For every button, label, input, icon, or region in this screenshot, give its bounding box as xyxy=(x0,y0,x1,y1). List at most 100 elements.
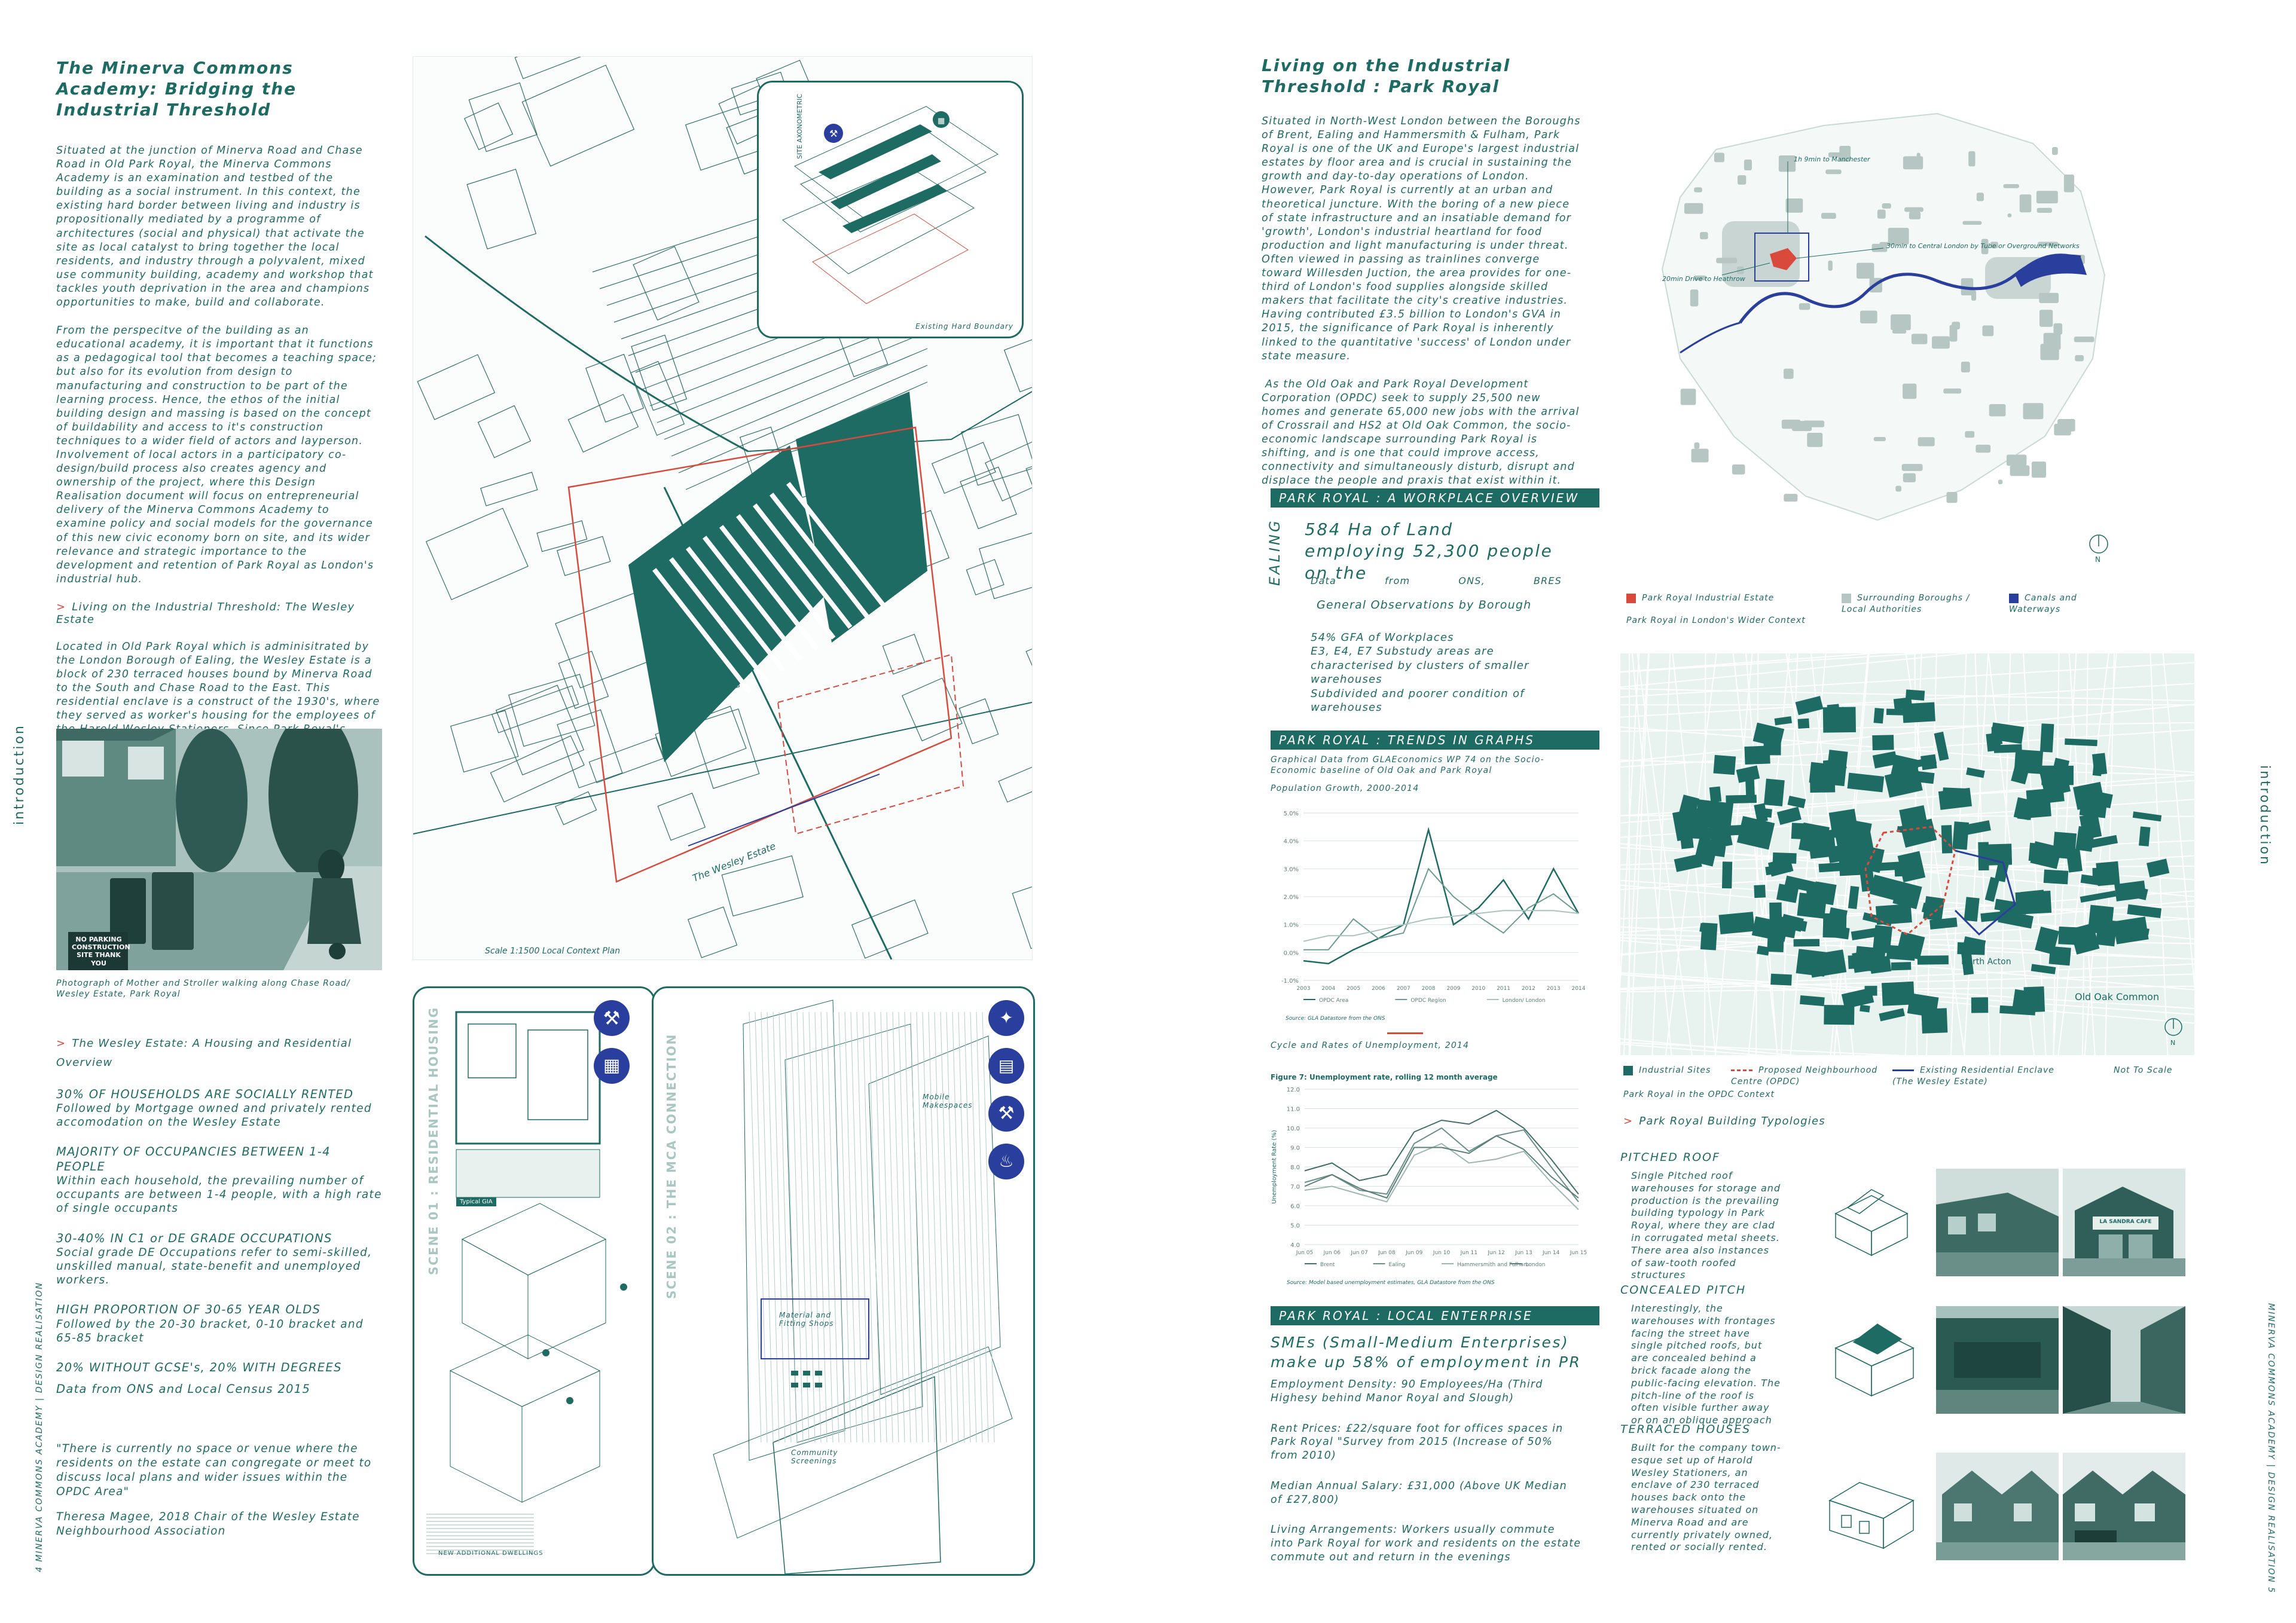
london-map: 1h 9min to Manchester 30min to Central L… xyxy=(1626,102,2129,568)
bar-trends-graphs: PARK ROYAL : TRENDS IN GRAPHS xyxy=(1271,730,1599,750)
left-page: The Minerva Commons Academy: Bridging th… xyxy=(12,32,1125,1576)
y-tick-label: 4.0% xyxy=(1284,839,1299,845)
housing-stat-body: Social grade DE Occupations refer to sem… xyxy=(56,1246,373,1287)
building-icon: ▦ xyxy=(938,117,945,126)
series-line xyxy=(1304,1135,1579,1199)
data-source-line: Data from ONS, BRES xyxy=(1311,575,1562,586)
street-photo: NO PARKING CONSTRUCTION SITE THANK YOU xyxy=(56,729,382,970)
resident-quote: "There is currently no space or venue wh… xyxy=(56,1442,382,1539)
series-line xyxy=(1304,1142,1579,1211)
scene-02-drawing xyxy=(713,1000,1013,1574)
scene-01-title: SCENE 01 : RESIDENTIAL HOUSING xyxy=(426,1006,441,1275)
opdc-map: Old Oak Common North Acton N xyxy=(1620,653,2194,1055)
series-line xyxy=(1303,867,1579,950)
x-tick-label: Jun 10 xyxy=(1433,1250,1451,1256)
x-tick-label: Jun 11 xyxy=(1460,1250,1477,1256)
scene-01-panel: SCENE 01 : RESIDENTIAL HOUSING Typical G… xyxy=(413,986,655,1576)
enterprise-fact: Living Arrangements: Workers usually com… xyxy=(1271,1524,1581,1563)
x-tick-label: 2003 xyxy=(1297,986,1311,992)
enterprise-fact: Employment Density: 90 Employees/Ha (Thi… xyxy=(1271,1379,1543,1404)
left-subhead-wesley: >Living on the Industrial Threshold: The… xyxy=(56,600,355,626)
left-text-column: The Minerva Commons Academy: Bridging th… xyxy=(56,57,382,779)
photo-caption: Photograph of Mother and Stroller walkin… xyxy=(56,979,350,1000)
legend-entry: Hammersmith and Fulham xyxy=(1457,1262,1529,1268)
gfa-line: 54% GFA of Workplaces xyxy=(1311,631,1454,644)
terraced-house-axo xyxy=(1828,1482,1915,1549)
x-tick-label: Jun 05 xyxy=(1296,1250,1313,1256)
typology-concealed: CONCEALED PITCH Interestingly, the wareh… xyxy=(1620,1283,1781,1426)
photo-concealed-brick xyxy=(1936,1306,2059,1414)
legend-boroughs: Surrounding Boroughs / Local Authorities xyxy=(1842,593,1970,615)
typology-pitched: PITCHED ROOF Single Pitched roof warehou… xyxy=(1620,1151,1781,1281)
tools-icon: ⚒ xyxy=(594,1000,630,1036)
x-tick-label: Jun 12 xyxy=(1487,1250,1504,1256)
axonometric-inset: ⚒ ▦ SITE AXONOMETRIC Existing Hard Bound… xyxy=(757,81,1024,338)
london-label-heathrow: 20min Drive to Heathrow xyxy=(1662,275,1745,283)
housing-stat-head: HIGH PROPORTION OF 30-65 YEAR OLDS xyxy=(56,1303,321,1317)
inset-caption: Existing Hard Boundary xyxy=(915,322,1013,331)
arrow-icon: > xyxy=(1623,1115,1634,1127)
x-tick-label: Jun 08 xyxy=(1378,1250,1396,1256)
no-parking-sign: NO PARKING CONSTRUCTION SITE THANK YOU xyxy=(72,936,130,967)
london-label-central: 30min to Central London by Tube or Overg… xyxy=(1886,242,2080,250)
series-line xyxy=(1304,1127,1579,1203)
scene-02-panel: SCENE 02 : THE MCA CONNECTION Mobile Mak… xyxy=(652,986,1035,1576)
y-tick-label: 7.0 xyxy=(1290,1184,1300,1191)
pitched-street-image xyxy=(1936,1169,2059,1276)
left-side-label: introduction xyxy=(12,724,27,825)
quote-author: Theresa Magee, 2018 Chair of the Wesley … xyxy=(56,1511,360,1538)
concealed-alley-image xyxy=(2063,1306,2185,1414)
map-caption: Scale 1:1500 Local Context Plan xyxy=(485,946,620,956)
terraced-1-image xyxy=(1936,1453,2059,1560)
pitched-roof-axo xyxy=(1834,1189,1909,1257)
right-text-column: Living on the Industrial Threshold : Par… xyxy=(1262,55,1581,502)
scene-01-tag: Typical GIA xyxy=(456,1197,496,1206)
y-tick-label: 12.0 xyxy=(1287,1087,1300,1093)
unemployment-marker xyxy=(1387,1032,1423,1034)
y-tick-label: 5.0 xyxy=(1290,1223,1300,1230)
legend-entry: Brent xyxy=(1320,1262,1335,1268)
right-intro-p1: Situated in North-West London between th… xyxy=(1262,115,1581,362)
opdc-label-north-acton: North Acton xyxy=(1961,957,2011,967)
right-page: Living on the Industrial Threshold : Par… xyxy=(1148,0,2296,1623)
enterprise-facts: Employment Density: 90 Employees/Ha (Thi… xyxy=(1271,1378,1581,1581)
housing-icon: ▦ xyxy=(594,1048,630,1084)
housing-stat-head: Data from ONS and Local Census 2015 xyxy=(56,1382,311,1396)
typology-terraced: TERRACED HOUSES Built for the company to… xyxy=(1620,1423,1781,1553)
left-intro-p2: From the perspecitve of the building as … xyxy=(56,325,377,585)
gfa-line: E3, E4, E7 Substudy areas are characteri… xyxy=(1311,645,1529,686)
x-tick-label: 2008 xyxy=(1422,986,1436,992)
population-title: Population Growth, 2000-2014 xyxy=(1271,784,1419,793)
right-side-label: introduction xyxy=(2257,765,2272,866)
y-tick-label: 5.0% xyxy=(1284,811,1299,817)
photo-terraced-2 xyxy=(2063,1453,2185,1560)
workshop-icon: ▤ xyxy=(988,1048,1024,1084)
quote-text: "There is currently no space or venue wh… xyxy=(56,1442,372,1499)
scene-01-note: NEW ADDITIONAL DWELLINGS xyxy=(438,1550,544,1557)
legend-not-to-scale: Not To Scale xyxy=(2114,1065,2173,1075)
legend-entry: OPDC Region xyxy=(1410,998,1446,1004)
x-tick-label: 2005 xyxy=(1347,986,1360,992)
y-tick-label: 8.0 xyxy=(1290,1164,1300,1171)
series-line xyxy=(1304,1109,1579,1195)
housing-overview: >The Wesley Estate: A Housing and Reside… xyxy=(56,1034,382,1404)
enterprise-fact: Median Annual Salary: £31,000 (Above UK … xyxy=(1271,1480,1567,1506)
axonometric-drawing: ⚒ ▦ SITE AXONOMETRIC xyxy=(782,94,999,304)
housing-stat-body: Followed by the 20-30 bracket, 0-10 brac… xyxy=(56,1318,364,1344)
y-tick-label: 6.0 xyxy=(1290,1203,1300,1210)
x-tick-label: 2004 xyxy=(1321,986,1335,992)
svg-text:SITE AXONOMETRIC: SITE AXONOMETRIC xyxy=(796,94,804,159)
legend-canals: Canals and Waterways xyxy=(2009,593,2077,615)
housing-stat-head: 30-40% IN C1 or DE GRADE OCCUPATIONS xyxy=(56,1231,332,1245)
x-tick-label: Jun 14 xyxy=(1542,1250,1560,1256)
y-tick-label: 4.0 xyxy=(1290,1242,1300,1249)
right-intro-p2: As the Old Oak and Park Royal Developmen… xyxy=(1262,378,1580,487)
x-tick-label: 2007 xyxy=(1397,986,1410,992)
x-tick-label: Jun 15 xyxy=(1570,1250,1587,1256)
housing-stat-head: MAJORITY OF OCCUPANCIES BETWEEN 1-4 PEOP… xyxy=(56,1145,331,1173)
x-tick-label: 2010 xyxy=(1471,986,1485,992)
x-tick-label: Jun 07 xyxy=(1350,1250,1367,1256)
